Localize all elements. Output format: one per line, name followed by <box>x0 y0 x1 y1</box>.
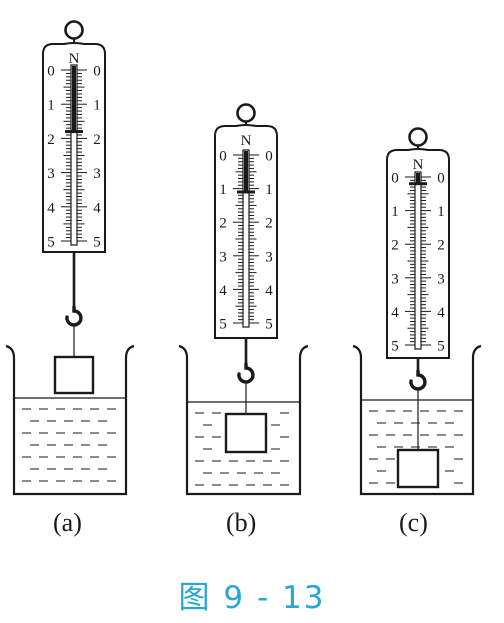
pointer-indicator <box>409 182 427 186</box>
scale-number-left: 2 <box>47 132 55 148</box>
scale-number-right: 4 <box>93 200 101 216</box>
metal-block <box>396 448 440 489</box>
spring-scale-body <box>386 148 450 359</box>
scale-number-right: 0 <box>265 149 273 165</box>
label-panel-b: (b) <box>226 508 257 537</box>
beaker <box>5 344 135 496</box>
beaker <box>178 344 309 496</box>
scale-number-left: 3 <box>391 271 399 287</box>
scale-number-right: 1 <box>265 182 273 198</box>
scale-number-right: 2 <box>265 216 273 232</box>
scale-number-right: 2 <box>93 132 101 148</box>
ring <box>236 103 256 123</box>
hook <box>237 362 255 384</box>
beaker <box>352 344 482 496</box>
scale-number-left: 4 <box>391 305 399 321</box>
pointer-column <box>416 173 420 185</box>
scale-number-right: 0 <box>437 171 445 187</box>
scale-number-right: 1 <box>93 98 101 114</box>
scale-number-left: 4 <box>219 283 227 299</box>
scale-number-left: 0 <box>391 171 399 187</box>
scale-number-left: 4 <box>47 200 55 216</box>
pointer-indicator <box>65 130 83 134</box>
ring <box>64 20 84 40</box>
spring-scale-body <box>214 124 278 339</box>
scale-number-left: 3 <box>47 166 55 182</box>
scale-number-right: 5 <box>93 235 101 251</box>
scale-number-left: 0 <box>47 64 55 80</box>
scale-number-left: 2 <box>219 216 227 232</box>
label-panel-c: (c) <box>399 508 428 537</box>
scale-number-left: 5 <box>391 339 399 355</box>
scale-number-left: 2 <box>391 238 399 254</box>
label-panel-a: (a) <box>53 508 82 537</box>
scale-number-left: 5 <box>219 317 227 333</box>
panel-a: N0 0 1 1 2 2 3 3 4 4 5 5 <box>5 20 135 496</box>
pointer-indicator <box>237 190 255 194</box>
scale-number-left: 0 <box>219 149 227 165</box>
unit-label: N <box>241 133 252 149</box>
ring <box>408 127 428 147</box>
spring-scale-body <box>42 42 106 253</box>
scale-number-right: 3 <box>93 166 101 182</box>
scale-number-left: 1 <box>47 98 55 114</box>
figure-caption: 图 9 - 13 <box>178 580 326 616</box>
scale-number-left: 3 <box>219 249 227 265</box>
scale-number-right: 5 <box>265 317 273 333</box>
scale-number-left: 5 <box>47 235 55 251</box>
hook <box>409 369 427 391</box>
scale-number-right: 4 <box>265 283 273 299</box>
scale-number-right: 3 <box>437 271 445 287</box>
scale-number-right: 5 <box>437 339 445 355</box>
hook <box>65 305 83 327</box>
pointer-column <box>244 151 248 193</box>
scale-number-left: 1 <box>391 204 399 220</box>
scale-number-right: 0 <box>93 64 101 80</box>
unit-label: N <box>69 51 80 67</box>
scale-number-right: 1 <box>437 204 445 220</box>
scale-number-right: 4 <box>437 305 445 321</box>
panel-b: N0 0 1 1 2 2 3 3 4 4 5 5 <box>178 103 309 496</box>
metal-block <box>53 355 95 395</box>
scale-number-right: 3 <box>265 249 273 265</box>
metal-block <box>224 412 268 454</box>
scale-number-left: 1 <box>219 182 227 198</box>
scale-number-right: 2 <box>437 238 445 254</box>
unit-label: N <box>413 157 424 173</box>
panel-c: N0 0 1 1 2 2 3 3 4 4 5 5 <box>352 127 482 496</box>
pointer-column <box>72 66 76 133</box>
